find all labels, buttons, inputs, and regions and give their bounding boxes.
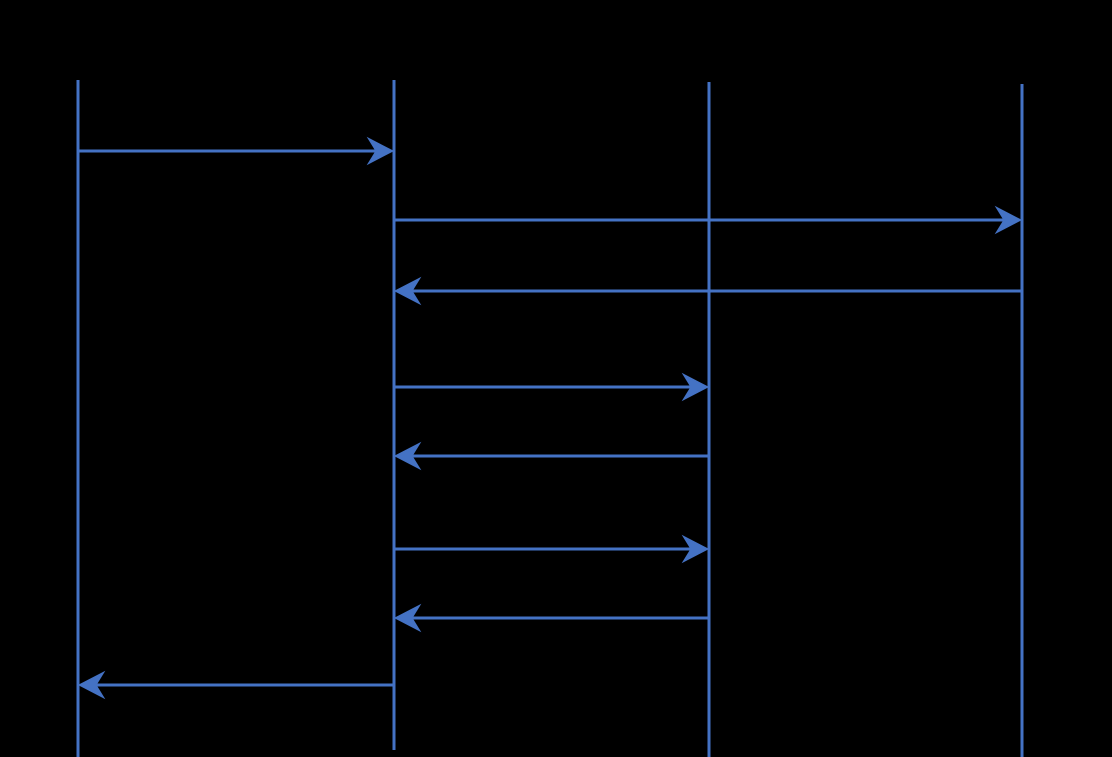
message-5[interactable] <box>393 441 709 471</box>
message-2[interactable] <box>394 205 1023 235</box>
message-3[interactable] <box>393 276 1022 306</box>
arrow-head-right-icon <box>681 372 710 402</box>
arrow-head-left-icon <box>393 276 422 306</box>
arrow-head-right-icon <box>681 534 710 564</box>
arrow-head-left-icon <box>77 670 106 700</box>
message-6[interactable] <box>394 534 710 564</box>
message-8[interactable] <box>77 670 394 700</box>
lifelines-group <box>76 80 1024 757</box>
arrow-head-right-icon <box>994 205 1023 235</box>
arrow-head-right-icon <box>366 136 395 166</box>
arrow-head-left-icon <box>393 603 422 633</box>
message-1[interactable] <box>78 136 395 166</box>
message-7[interactable] <box>393 603 709 633</box>
arrow-head-left-icon <box>393 441 422 471</box>
message-4[interactable] <box>394 372 710 402</box>
